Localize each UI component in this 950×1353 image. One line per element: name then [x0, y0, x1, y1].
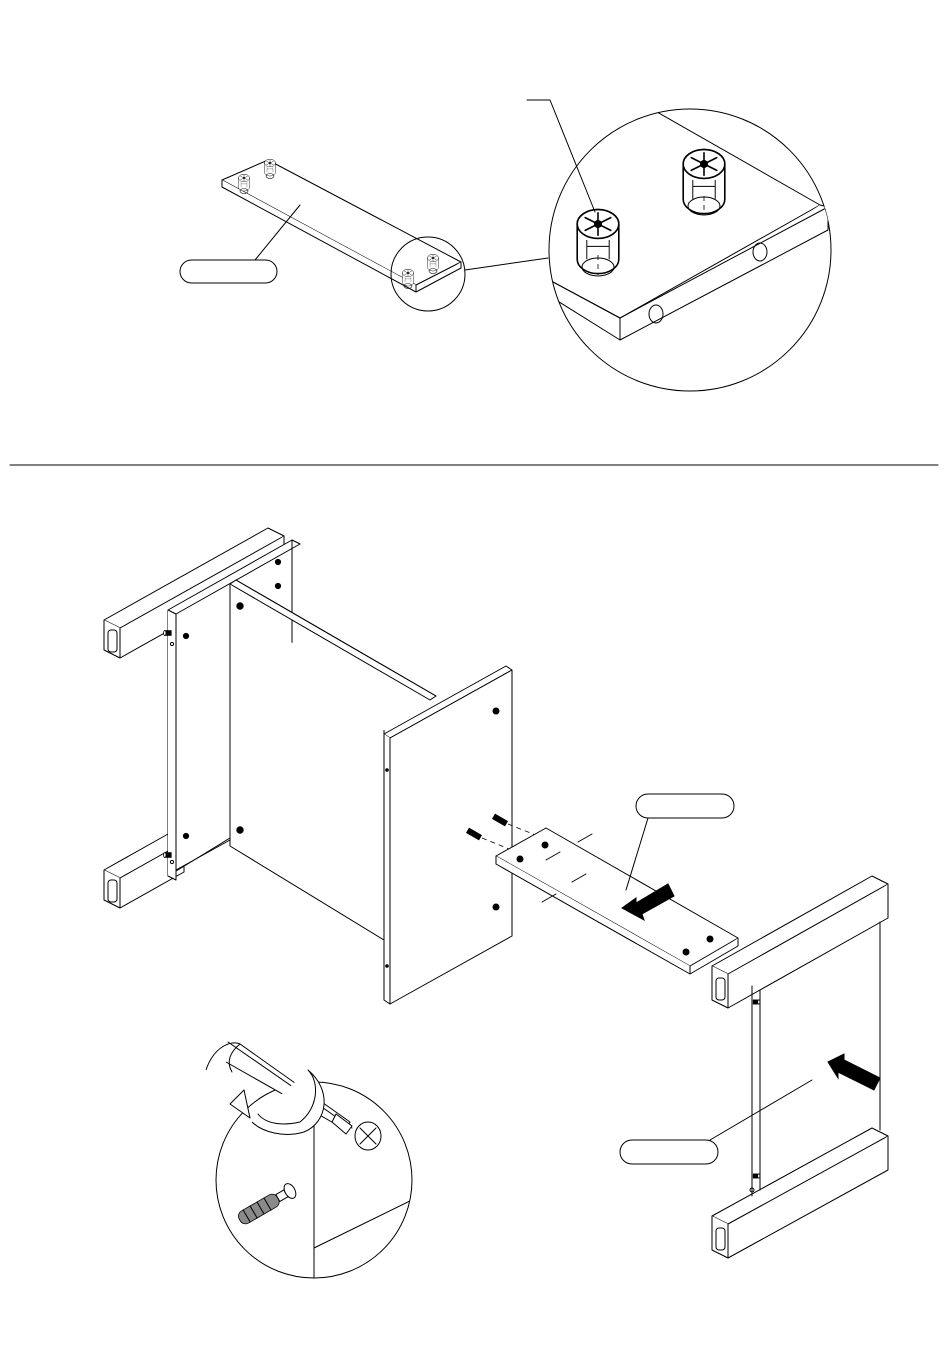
- right-side-panel: [384, 666, 512, 1004]
- step-assembly-figure: [104, 528, 888, 1280]
- cam-lock-detail: [527, 100, 831, 391]
- bottom-panel-callout: [626, 794, 734, 890]
- push-arrow: [828, 1054, 880, 1090]
- step-prep-figure: [180, 100, 831, 391]
- screwdriver-detail: [206, 1042, 420, 1280]
- frame-callout: [620, 1080, 812, 1164]
- right-frame: [712, 876, 888, 1258]
- bottom-panel: [496, 828, 738, 974]
